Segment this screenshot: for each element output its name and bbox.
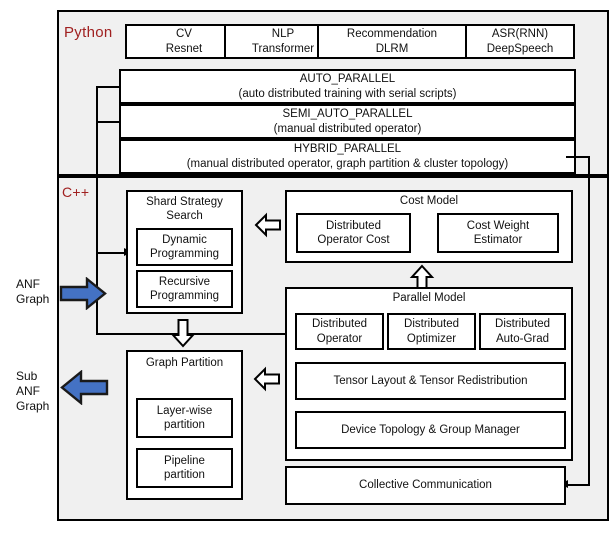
model-box-cv: CV Resnet [125,24,243,59]
cost-model-item-distributed-operator-cost-line2: Operator Cost [317,234,390,246]
connector-bus-to-distributed-operator [96,333,290,335]
output-label-line1: Sub [16,369,38,383]
shard-strategy-search-title-line2: Search [166,209,203,222]
cost-model-item-cost-weight-estimator-line2: Estimator [473,234,523,246]
shard-item-dynamic-programming-line2: Programming [149,248,220,260]
graph-partition-item-pipeline-line2: partition [164,469,205,481]
input-label-line2: Graph [16,292,50,306]
graph-partition-item-layer-wise-line1: Layer-wise [156,404,213,417]
parallel-model-title: Parallel Model [392,292,466,304]
connector-vertical-bus [96,86,98,334]
parallel-model-item-device-topology: Device Topology & Group Manager [295,411,566,449]
model-box-cv-line1: CV [176,28,192,41]
mode-box-semi-auto-parallel: SEMI_AUTO_PARALLEL (manual distributed o… [119,104,576,139]
output-label-sub-anf-graph: Sub ANF Graph [16,369,49,414]
graph-partition-item-layer-wise: Layer-wise partition [136,398,233,438]
blue-arrow-output [59,370,109,405]
model-box-recommendation-line2: DLRM [375,42,409,55]
model-box-asr-line2: DeepSpeech [486,42,554,55]
parallel-model-item-distributed-auto-grad: Distributed Auto-Grad [479,313,566,350]
mode-box-auto-parallel-title: AUTO_PARALLEL [299,73,396,86]
hollow-arrow-cost-model-to-shard-strategy [254,212,282,238]
model-box-recommendation-line1: Recommendation [346,28,438,41]
model-box-nlp-line2: Transformer [251,42,315,55]
mode-box-hybrid-parallel: HYBRID_PARALLEL (manual distributed oper… [119,139,576,174]
shard-item-dynamic-programming-line1: Dynamic [162,233,207,246]
model-box-asr-line1: ASR(RNN) [491,28,549,41]
parallel-model-item-distributed-optimizer-line1: Distributed [404,318,459,331]
connector-hybrid-right-stub [566,156,590,158]
output-label-line2: ANF [16,384,40,398]
cost-model-item-distributed-operator-cost: Distributed Operator Cost [296,213,411,253]
shard-strategy-search-title: Shard Strategy Search [126,196,243,224]
connector-hybrid-vertical [588,156,590,485]
connector-semi-auto-parallel-stub [96,121,120,123]
parallel-model-item-distributed-auto-grad-line2: Auto-Grad [495,332,550,345]
output-label-line3: Graph [16,399,50,413]
connector-auto-parallel-stub [96,86,120,88]
shard-item-recursive-programming: Recursive Programming [136,270,233,308]
mode-box-auto-parallel-subtitle: (auto distributed training with serial s… [238,87,457,100]
model-box-asr: ASR(RNN) DeepSpeech [465,24,575,59]
hollow-arrow-shard-strategy-to-graph-partition [170,318,196,348]
parallel-model-item-distributed-optimizer-line2: Optimizer [406,332,457,345]
hollow-arrow-parallel-model-to-graph-partition [253,366,281,392]
parallel-model-item-tensor-layout: Tensor Layout & Tensor Redistribution [295,362,566,400]
parallel-model-item-distributed-operator-line2: Operator [316,332,363,345]
graph-partition-item-layer-wise-line2: partition [164,419,205,431]
input-label-anf-graph: ANF Graph [16,277,49,307]
model-box-cv-line2: Resnet [165,42,203,55]
input-label-line1: ANF [16,277,40,291]
shard-strategy-search-title-line1: Shard Strategy [146,196,223,208]
cost-model-item-cost-weight-estimator-line1: Cost Weight [466,219,530,232]
model-box-nlp-line1: NLP [271,28,295,41]
graph-partition-item-pipeline: Pipeline partition [136,448,233,488]
shard-item-recursive-programming-line1: Recursive [158,275,211,288]
cost-model-title: Cost Model [399,195,459,207]
connector-hybrid-to-collective [566,484,590,486]
cost-model-item-cost-weight-estimator: Cost Weight Estimator [437,213,559,253]
blue-arrow-input [59,277,107,310]
mode-box-semi-auto-parallel-subtitle: (manual distributed operator) [273,122,422,135]
mode-box-semi-auto-parallel-title: SEMI_AUTO_PARALLEL [282,108,413,121]
python-layer-label: Python [64,24,113,41]
model-box-recommendation: Recommendation DLRM [317,24,467,59]
mode-box-hybrid-parallel-title: HYBRID_PARALLEL [293,143,402,156]
mode-box-hybrid-parallel-subtitle: (manual distributed operator, graph part… [186,157,509,170]
parallel-model-item-distributed-operator-line1: Distributed [312,318,367,331]
cpp-layer-label: C++ [62,184,90,200]
mode-box-auto-parallel: AUTO_PARALLEL (auto distributed training… [119,69,576,104]
connector-to-shard-strategy [96,252,126,254]
parallel-model-item-distributed-operator: Distributed Operator [295,313,384,350]
parallel-model-item-distributed-optimizer: Distributed Optimizer [387,313,476,350]
graph-partition-item-pipeline-line1: Pipeline [164,454,205,467]
shard-item-dynamic-programming: Dynamic Programming [136,228,233,266]
cost-model-item-distributed-operator-cost-line1: Distributed [326,219,381,232]
collective-communication-box: Collective Communication [285,466,566,505]
shard-item-recursive-programming-line2: Programming [149,290,220,302]
graph-partition-title: Graph Partition [145,357,224,369]
parallel-model-item-distributed-auto-grad-line1: Distributed [495,318,550,331]
